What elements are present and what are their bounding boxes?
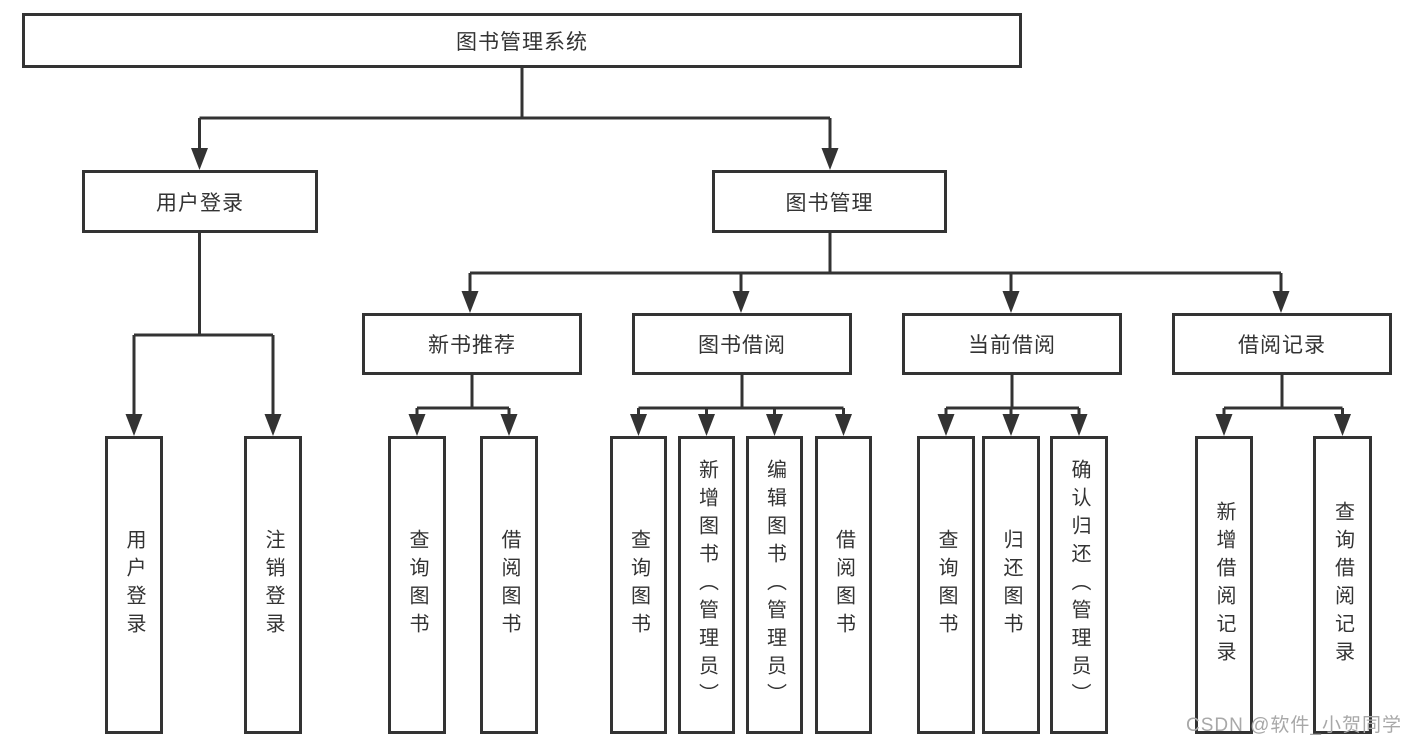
node-current-borrowing: 当前借阅 bbox=[902, 313, 1122, 375]
leaf-query-borrow-record: 查询借阅记录 bbox=[1313, 436, 1372, 734]
leaf-add-books-admin: 新增图书（管理员） bbox=[678, 436, 735, 734]
arrowhead-icons bbox=[125, 148, 1351, 436]
leaf-return-books: 归还图书 bbox=[982, 436, 1040, 734]
node-borrowing-records: 借阅记录 bbox=[1172, 313, 1392, 375]
leaf-query-books-borrow: 查询图书 bbox=[610, 436, 667, 734]
leaf-query-books-current: 查询图书 bbox=[917, 436, 975, 734]
node-user-login: 用户登录 bbox=[82, 170, 318, 233]
node-new-book-recommendation: 新书推荐 bbox=[362, 313, 582, 375]
leaf-confirm-return-admin: 确认归还（管理员） bbox=[1050, 436, 1108, 734]
leaf-borrow-books: 借阅图书 bbox=[815, 436, 872, 734]
tree-edge-lines bbox=[132, 68, 1344, 418]
leaf-add-borrow-record: 新增借阅记录 bbox=[1195, 436, 1253, 734]
watermark: CSDN @软件_小贺同学 bbox=[1186, 715, 1402, 736]
leaf-query-books-recommend: 查询图书 bbox=[388, 436, 446, 734]
leaf-borrow-books-recommend: 借阅图书 bbox=[480, 436, 538, 734]
leaf-edit-books-admin: 编辑图书（管理员） bbox=[746, 436, 803, 734]
leaf-logout: 注销登录 bbox=[244, 436, 302, 734]
node-library-management-system: 图书管理系统 bbox=[22, 13, 1022, 68]
node-book-management: 图书管理 bbox=[712, 170, 947, 233]
leaf-user-login: 用户登录 bbox=[105, 436, 163, 734]
node-book-borrowing: 图书借阅 bbox=[632, 313, 852, 375]
